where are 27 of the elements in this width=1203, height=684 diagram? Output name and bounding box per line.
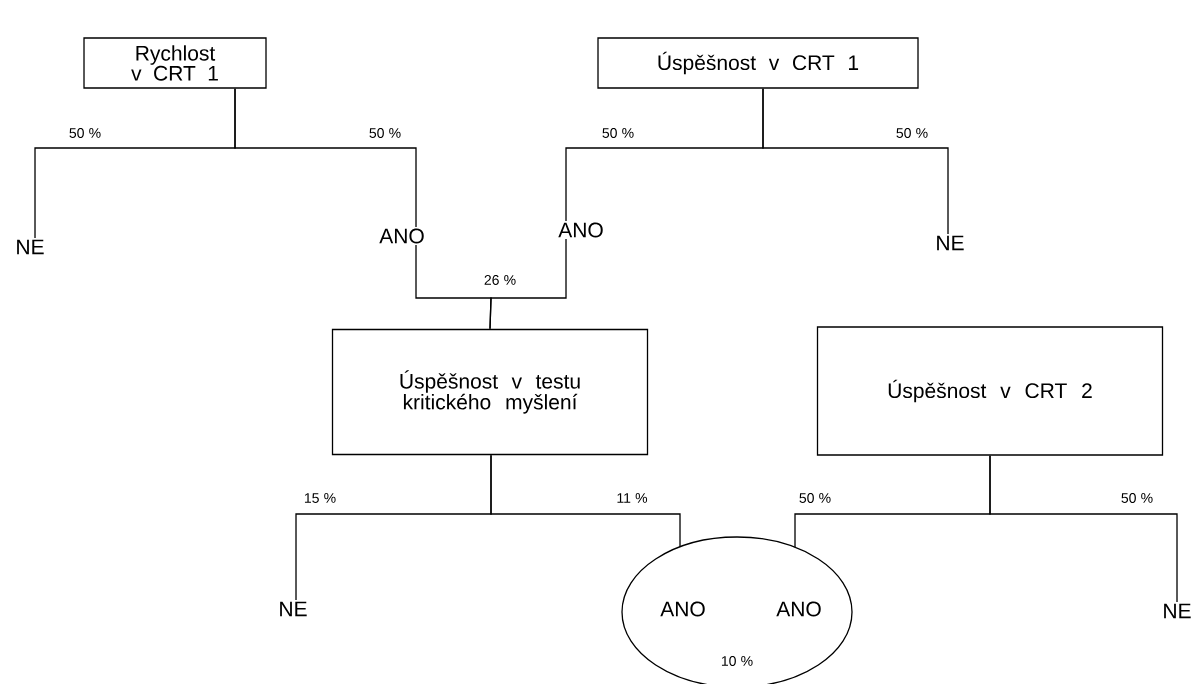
edge-label: 50 %: [367, 127, 403, 139]
answer-label: NE: [280, 601, 307, 617]
percent-label: 10 %: [721, 656, 753, 666]
connector-line: [490, 454, 681, 548]
connector-line: [234, 88, 417, 228]
answer-label: ANO: [379, 228, 424, 244]
process-box: Úspěšnost v CRT 1: [597, 37, 919, 89]
edge-label: 50 %: [600, 127, 636, 139]
edge-label: 50 %: [1119, 492, 1155, 504]
answer-label: ANO: [776, 601, 821, 617]
edge-label: 50 %: [797, 492, 833, 504]
edge-label: 15 %: [302, 492, 338, 504]
answer-label: NE: [937, 235, 964, 251]
connector-line: [989, 455, 1178, 603]
answer-label: ANO: [660, 601, 705, 617]
process-box: Úspěšnost v testu kritického myšlení: [331, 328, 649, 456]
connector-line: [762, 88, 949, 235]
answer-label: NE: [1164, 603, 1191, 619]
process-box: Úspěšnost v CRT 2: [816, 326, 1164, 456]
edge-label: 11 %: [615, 492, 649, 504]
edge-label: 26 %: [482, 274, 518, 286]
edge-label: 50 %: [67, 127, 103, 139]
connector-line: [489, 238, 567, 330]
answer-label: NE: [17, 239, 44, 255]
process-box: Rychlost v CRT 1: [83, 37, 267, 89]
answer-label: ANO: [558, 222, 603, 238]
edge-label: 50 %: [894, 127, 930, 139]
